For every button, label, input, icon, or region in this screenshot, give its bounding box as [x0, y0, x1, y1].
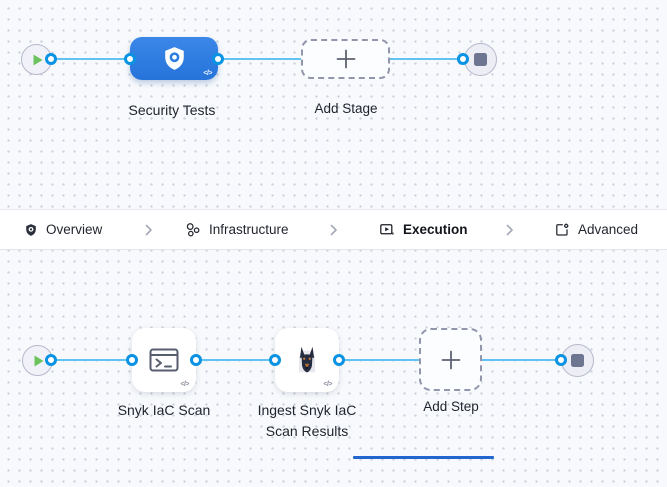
- connector-line: [36, 57, 480, 60]
- plus-icon: [440, 349, 462, 371]
- connector-port: [555, 354, 567, 366]
- execution-canvas[interactable]: </> </> Snyk IaC Scan Ingest Snyk: [0, 250, 667, 487]
- execution-icon: [379, 222, 395, 238]
- security-shield-icon: [161, 45, 188, 72]
- step-node-ingest-snyk-iac-scan-results[interactable]: </>: [275, 328, 339, 392]
- add-step-label: Add Step: [423, 399, 479, 414]
- chevron-right-icon: [330, 224, 338, 236]
- code-icon: </>: [203, 70, 212, 77]
- connector-port: [212, 53, 224, 65]
- step-label: Snyk IaC Scan: [117, 402, 211, 418]
- shield-icon: [24, 223, 38, 237]
- stage-label: Security Tests: [128, 102, 216, 118]
- connector-port: [45, 354, 57, 366]
- stop-icon: [474, 53, 487, 66]
- connector-port: [333, 354, 345, 366]
- tab-label: Overview: [46, 222, 103, 237]
- stop-icon: [571, 354, 584, 367]
- stage-canvas[interactable]: </> Security Tests Add Stage: [0, 0, 667, 209]
- tab-advanced[interactable]: Advanced: [554, 210, 638, 249]
- connector-port: [269, 354, 281, 366]
- tab-label: Advanced: [578, 222, 639, 237]
- play-icon: [34, 355, 44, 367]
- tab-label: Execution: [403, 222, 468, 237]
- code-icon: </>: [180, 381, 189, 388]
- advanced-icon: [554, 222, 570, 238]
- play-icon: [33, 54, 43, 66]
- tab-execution[interactable]: Execution: [379, 210, 468, 249]
- add-step-button[interactable]: [419, 328, 482, 391]
- connector-port: [124, 53, 136, 65]
- code-icon: </>: [323, 381, 332, 388]
- add-stage-label: Add Stage: [314, 101, 378, 116]
- step-node-snyk-iac-scan[interactable]: </>: [132, 328, 196, 392]
- step-label: Ingest Snyk IaC Scan Results: [257, 402, 357, 439]
- chevron-right-icon: [145, 224, 153, 236]
- chevron-right-icon: [506, 224, 514, 236]
- tab-infrastructure[interactable]: Infrastructure: [185, 210, 289, 249]
- plus-icon: [335, 48, 357, 70]
- terminal-icon: [146, 342, 182, 378]
- connector-port: [44, 53, 57, 65]
- stage-node-security-tests[interactable]: </>: [130, 37, 218, 80]
- connector-port: [190, 354, 202, 366]
- stage-tab-bar: Overview Infrastructure Execution: [0, 209, 667, 459]
- tab-label: Infrastructure: [209, 222, 289, 237]
- connector-port: [126, 354, 138, 366]
- connector-port: [457, 53, 469, 65]
- tab-overview[interactable]: Overview: [24, 210, 102, 249]
- active-tab-underline: [353, 456, 494, 459]
- add-stage-button[interactable]: [301, 39, 390, 79]
- snyk-dog-icon: [290, 343, 324, 377]
- infrastructure-icon: [185, 222, 201, 238]
